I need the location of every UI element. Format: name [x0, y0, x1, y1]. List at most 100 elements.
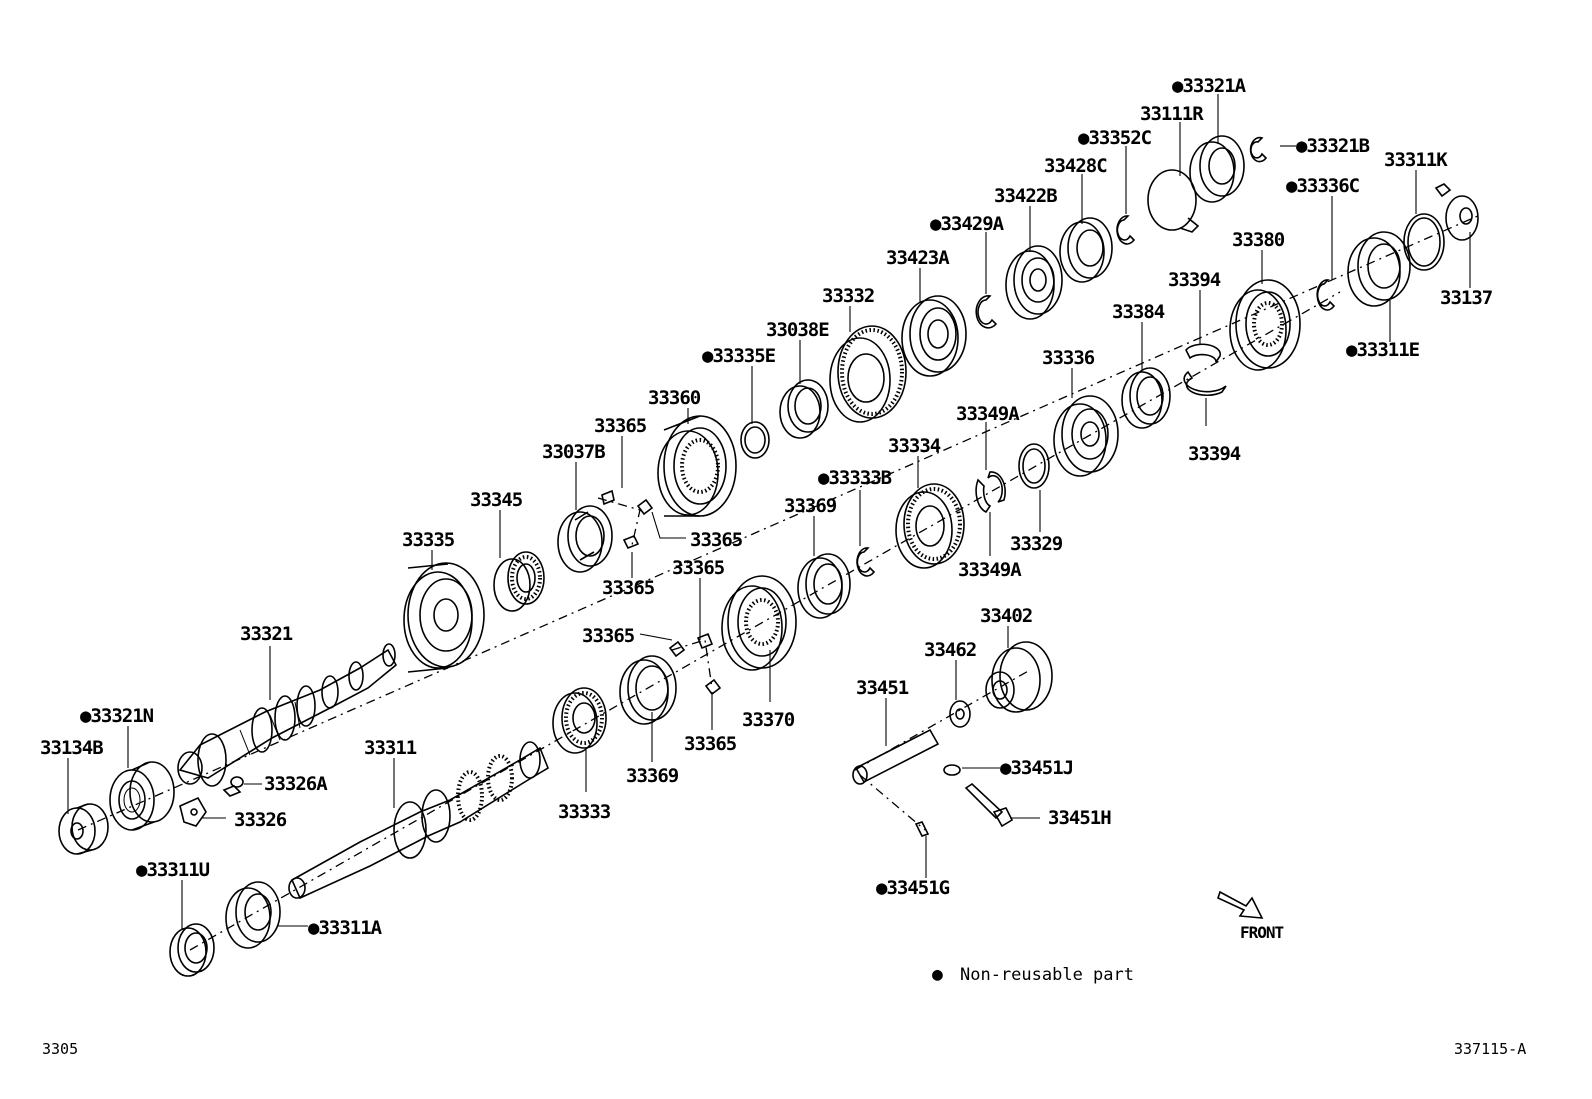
label-33329: 33329 [1010, 533, 1063, 555]
label-33428c: 33428C [1044, 155, 1107, 177]
label-33384: 33384 [1112, 301, 1165, 323]
shifting-key-33365-2 [636, 498, 654, 516]
gear-33334 [895, 483, 965, 569]
gear-33333 [552, 687, 607, 754]
synchronizer-ring-33384 [1121, 367, 1171, 429]
gear-33336 [1053, 395, 1119, 477]
label-33352c: ●33352C [1078, 127, 1152, 149]
gear-33335 [403, 562, 485, 673]
label-33394-lower: 33394 [1188, 443, 1241, 465]
label-33429a: ●33429A [930, 213, 1005, 235]
label-33360: 33360 [648, 387, 701, 409]
label-33345: 33345 [470, 489, 523, 511]
label-33462: 33462 [924, 639, 976, 661]
synchro-key-axis [597, 497, 641, 546]
synchronizer-ring-33369-upper [797, 553, 851, 619]
label-33311u: ●33311U [136, 859, 210, 881]
label-33134b: 33134B [40, 737, 103, 759]
synchronizer-ring-33369-lower [619, 655, 677, 725]
synchro-key-axis-lower [671, 639, 713, 689]
label-33402: 33402 [980, 605, 1032, 627]
snap-ring-33352c [1116, 215, 1136, 245]
label-33311: 33311 [364, 737, 417, 759]
legend-text: Non-reusable part [960, 965, 1134, 985]
shifting-key-33365-4 [668, 640, 686, 658]
reverse-idler-shaft-33451 [852, 728, 940, 785]
snap-ring-33321b [1249, 136, 1268, 163]
part-labels: ●33321A 33111R ●33352C ●33321B 33428C 33… [40, 75, 1494, 939]
upper-shaft-axis [77, 214, 1481, 831]
label-33451h: 33451H [1048, 807, 1111, 829]
label-33037b: 33037B [542, 441, 605, 463]
snap-ring-33329 [1018, 443, 1050, 489]
key-spring-33394-lower [1183, 370, 1227, 397]
label-33137: 33137 [1440, 287, 1493, 309]
straight-pin-33451j [943, 764, 961, 776]
idler-shaft-lower-axis [859, 774, 926, 831]
legend-bullet: ● [932, 964, 943, 985]
key-spring-33394-upper [1185, 343, 1222, 363]
snap-ring-33429a [975, 295, 998, 329]
footer-figure-code: 337115-A [1454, 1040, 1526, 1058]
label-33321a: ●33321A [1172, 75, 1247, 97]
label-33311k: 33311K [1384, 149, 1448, 171]
label-33311e: ●33311E [1346, 339, 1420, 361]
bolt-33451h [964, 782, 1014, 828]
thrust-washer-33134b [58, 803, 109, 855]
thrust-washer-33462 [949, 700, 971, 728]
retainer-ring-33311k [1403, 213, 1445, 271]
hub-sleeve-33370 [721, 575, 797, 671]
pin-33451g [914, 821, 930, 837]
spacer-33137 [1434, 183, 1479, 241]
label-33369-lower: 33369 [626, 765, 679, 787]
hub-sleeve-33360 [657, 415, 737, 517]
snap-ring-33335e [740, 421, 770, 459]
shifting-key-33365-3 [622, 534, 640, 550]
synchronizer-ring-33037b [557, 505, 613, 573]
label-33336c: ●33336C [1286, 175, 1360, 197]
label-33422b: 33422B [994, 185, 1057, 207]
label-33334: 33334 [888, 435, 941, 457]
synchronizer-ring-33038e [779, 379, 829, 439]
label-33311a: ●33311A [308, 917, 383, 939]
thrust-washer-33349a [975, 471, 1006, 514]
reverse-idler-gear-33402 [985, 641, 1053, 713]
label-33365-6: 33365 [684, 733, 737, 755]
ball-bearing-33423a [901, 295, 967, 377]
bearing-33311a [225, 881, 281, 949]
ball-bearing-33321a [1189, 135, 1245, 203]
label-33365-4: 33365 [602, 577, 655, 599]
label-33451: 33451 [856, 677, 909, 699]
label-33333: 33333 [558, 801, 611, 823]
label-33394-upper: 33394 [1168, 269, 1221, 291]
label-33111r: 33111R [1140, 103, 1204, 125]
legend: ● Non-reusable part [932, 964, 1134, 985]
label-33326: 33326 [234, 809, 287, 831]
label-33335: 33335 [402, 529, 455, 551]
label-33333b: ●33333B [818, 467, 892, 489]
label-33336: 33336 [1042, 347, 1095, 369]
snap-ring-33333b [856, 547, 876, 577]
part-drawings [58, 135, 1479, 977]
label-33321: 33321 [240, 623, 293, 645]
label-33451g: ●33451G [876, 877, 950, 899]
leader-lines [67, 94, 1471, 930]
label-33335e: ●33335E [702, 345, 776, 367]
front-label: FRONT [1240, 923, 1284, 942]
hub-sleeve-33380 [1229, 279, 1301, 371]
footer-page-code: 3305 [42, 1040, 78, 1058]
shifting-key-33365-1 [601, 489, 615, 506]
label-33321b: ●33321B [1296, 135, 1370, 157]
label-33326a: 33326A [264, 773, 328, 795]
roller-bearing-33321n [109, 761, 175, 831]
label-33349a-lower: 33349A [958, 559, 1022, 581]
label-33365-1: 33365 [594, 415, 647, 437]
bearing-retainer-33111r [1147, 169, 1200, 233]
gear-33332 [829, 325, 907, 423]
label-33370: 33370 [742, 709, 795, 731]
lock-plate-33326 [179, 796, 207, 827]
input-shaft-33311 [288, 741, 549, 900]
lower-shaft-axis [189, 291, 1341, 951]
label-33423a: 33423A [886, 247, 950, 269]
